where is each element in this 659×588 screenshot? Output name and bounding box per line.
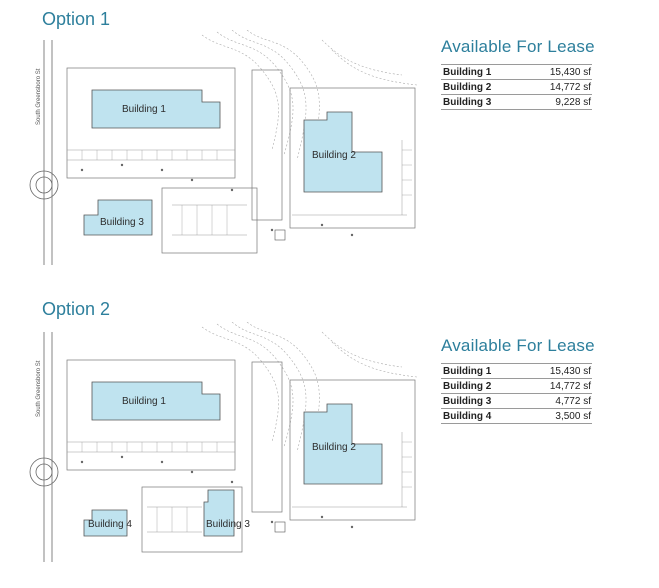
building-1-label: Building 1 <box>122 396 166 407</box>
building-3-label: Building 3 <box>100 217 144 228</box>
lease-building-name: Building 4 <box>443 411 492 422</box>
lease-building-sf: 14,772 sf <box>549 381 591 392</box>
building-2-label: Building 2 <box>312 442 356 453</box>
site-plan-drawing: South Greensboro St <box>29 30 418 265</box>
lease-building-name: Building 3 <box>443 97 492 108</box>
building-1-footprint <box>91 381 221 421</box>
lease-row: Building 3 4,772 sf <box>441 393 592 408</box>
lease-building-name: Building 2 <box>443 82 492 93</box>
building-2-footprint <box>303 111 383 193</box>
building-4-label: Building 4 <box>88 519 132 530</box>
site-plan-drawing: South Greensboro St Building <box>29 322 418 562</box>
lease-table-option-1: Available For Lease Building 1 15,430 sf… <box>441 37 595 110</box>
site-plan-option-1: South Greensboro St <box>22 30 427 280</box>
building-3-footprint <box>83 199 153 236</box>
lease-row: Building 3 9,228 sf <box>441 94 592 110</box>
lease-row: Building 2 14,772 sf <box>441 378 592 393</box>
lease-building-sf: 4,772 sf <box>555 396 591 407</box>
option-2-title: Option 2 <box>42 299 111 319</box>
lease-building-name: Building 1 <box>443 366 492 377</box>
street-label: South Greensboro St <box>36 68 42 125</box>
lease-building-sf: 9,228 sf <box>555 97 591 108</box>
lease-row: Building 2 14,772 sf <box>441 79 592 94</box>
lease-building-sf: 15,430 sf <box>549 366 591 377</box>
building-3-label: Building 3 <box>206 519 250 530</box>
lease-building-name: Building 2 <box>443 381 492 392</box>
lease-building-sf: 14,772 sf <box>549 82 591 93</box>
lease-title: Available For Lease <box>441 37 595 56</box>
building-4-footprint <box>83 509 128 537</box>
lease-row: Building 4 3,500 sf <box>441 408 592 424</box>
lease-row: Building 1 15,430 sf <box>441 363 592 378</box>
option-1-title: Option 1 <box>42 9 111 29</box>
lease-building-name: Building 1 <box>443 67 492 78</box>
lease-building-name: Building 3 <box>443 396 492 407</box>
lease-building-sf: 15,430 sf <box>549 67 591 78</box>
building-1-footprint <box>91 89 221 129</box>
site-plan-option-2: South Greensboro St Building <box>22 322 427 572</box>
lease-table-option-2: Available For Lease Building 1 15,430 sf… <box>441 336 595 424</box>
building-2-footprint <box>303 403 383 485</box>
building-3-footprint <box>203 489 235 537</box>
lease-building-sf: 3,500 sf <box>555 411 591 422</box>
building-2-label: Building 2 <box>312 150 356 161</box>
lease-title: Available For Lease <box>441 336 595 355</box>
street-label: South Greensboro St <box>36 360 42 417</box>
lease-row: Building 1 15,430 sf <box>441 64 592 79</box>
building-1-label: Building 1 <box>122 104 166 115</box>
